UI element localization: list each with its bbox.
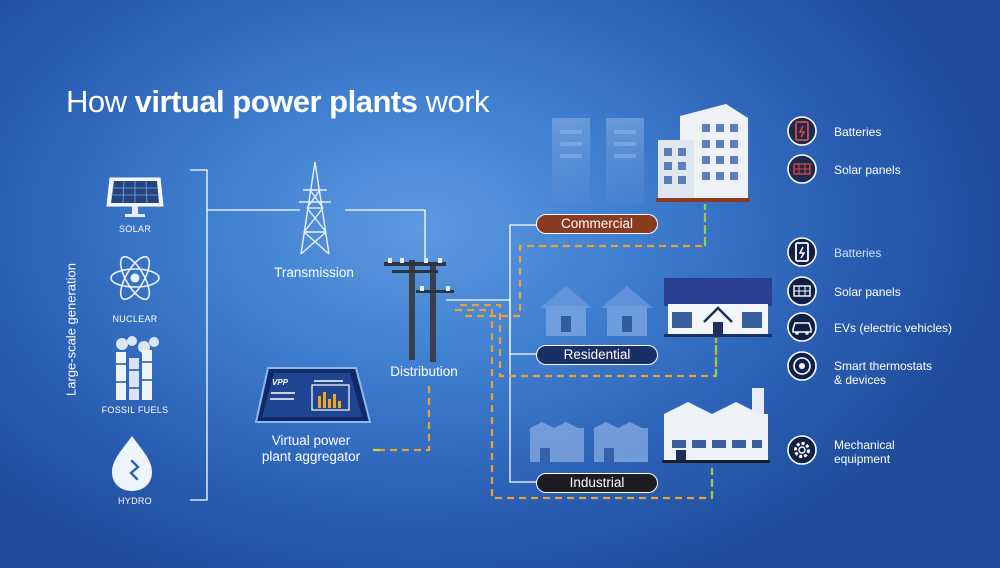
- water-drop-icon: [112, 436, 152, 491]
- transmission-label: Transmission: [274, 265, 354, 280]
- industrial-factories-icon: [530, 388, 770, 463]
- residential-thermostat-label: Smart thermostats & devices: [834, 359, 933, 387]
- solar-panel-icon: [787, 276, 817, 306]
- page-title: How virtual power plants work: [66, 84, 490, 119]
- thermostat-icon: [787, 351, 817, 381]
- solar-label: SOLAR: [118, 224, 151, 234]
- generation-bracket: [190, 169, 426, 501]
- fossil-fuels-label: FOSSIL FUELS: [101, 405, 169, 415]
- commercial-solar-label: Solar panels: [834, 163, 901, 177]
- data-dash-lines: [368, 204, 718, 500]
- factory-chimney-icon: [116, 336, 159, 400]
- commercial-buildings-icon: [552, 104, 750, 204]
- industrial-equipment-label: Mechanical equipment: [834, 438, 895, 466]
- battery-icon: [787, 237, 817, 267]
- distribution-lines: [509, 224, 540, 483]
- residential-sector-pill: Residential: [536, 345, 658, 365]
- aggregator-label: Virtual power plant aggregator: [261, 433, 361, 464]
- hydro-label: HYDRO: [117, 496, 152, 506]
- car-icon: [787, 312, 817, 342]
- svg-text:VPP: VPP: [272, 378, 289, 387]
- commercial-batteries-label: Batteries: [834, 125, 882, 139]
- gear-icon: [787, 435, 817, 465]
- residential-batteries-label: Batteries: [834, 246, 882, 260]
- residential-solar-label: Solar panels: [834, 285, 901, 299]
- vpp-dashboard-icon: VPP: [254, 367, 372, 423]
- industrial-sector-pill: Industrial: [536, 473, 658, 493]
- legend-icons: [787, 116, 817, 465]
- battery-icon: [787, 116, 817, 146]
- utility-pole-icon: [384, 258, 510, 362]
- distribution-label: Distribution: [390, 364, 458, 379]
- large-scale-generation-label: Large-scale generation: [63, 263, 79, 396]
- transmission-tower-icon: [299, 161, 331, 255]
- solar-panel-icon: [787, 154, 817, 184]
- residential-ev-label: EVs (electric vehicles): [834, 321, 953, 335]
- solar-farm-icon: [106, 177, 164, 217]
- residential-houses-icon: [540, 278, 772, 337]
- commercial-sector-pill: Commercial: [536, 214, 658, 234]
- nuclear-label: NUCLEAR: [112, 314, 158, 324]
- nuclear-icon: [110, 255, 160, 301]
